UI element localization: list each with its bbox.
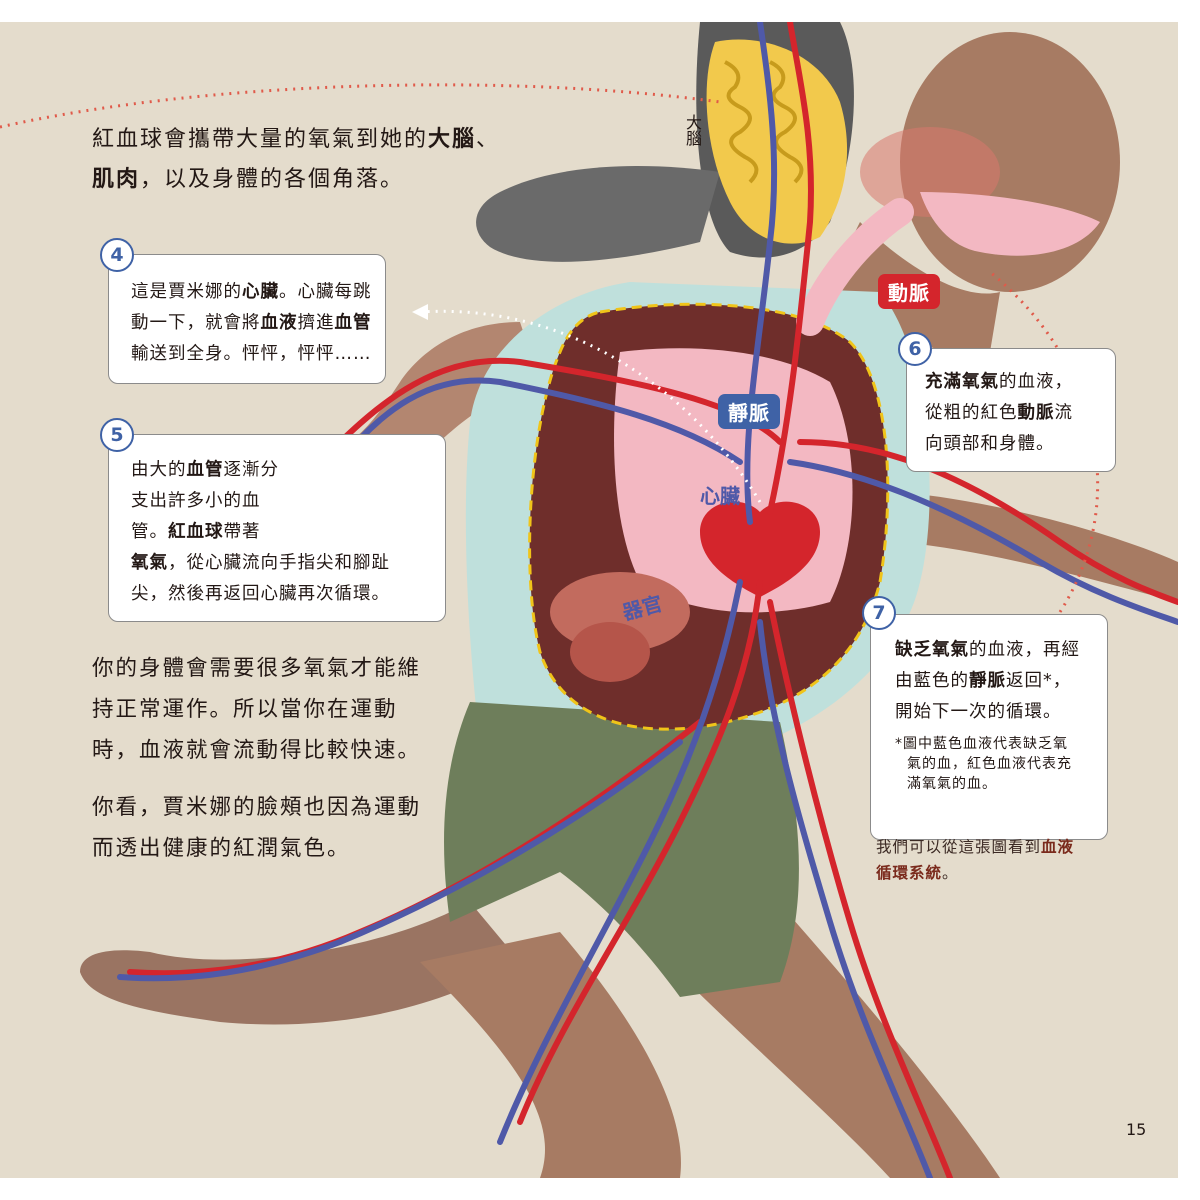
braid bbox=[476, 166, 720, 262]
vein-tag: 靜脈 bbox=[718, 394, 780, 429]
caption: 我們可以從這張圖看到血液 循環系統。 bbox=[876, 838, 1075, 882]
artery-tag: 動脈 bbox=[878, 274, 940, 309]
organ-kidney bbox=[570, 622, 650, 682]
step-badge-5: 5 bbox=[100, 418, 134, 452]
heart bbox=[700, 501, 820, 597]
veins bbox=[117, 22, 1178, 1178]
book-page: 紅血球會攜帶大量的氧氣到她的大腦、 肌肉，以及身體的各個角落。 大腦 這是賈米娜… bbox=[0, 22, 1178, 1178]
callout-line-4 bbox=[419, 309, 762, 503]
back-leg bbox=[80, 902, 520, 1025]
step-badge-6: 6 bbox=[898, 332, 932, 366]
step-badge-7: 7 bbox=[862, 596, 896, 630]
callout-box-7: 缺乏氧氣的血液，再經 由藍色的靜脈返回*， 開始下一次的循環。 *圖中藍色血液代… bbox=[870, 614, 1108, 840]
body-text: 你的身體會需要很多氧氣才能維 持正常運作。所以當你在運動 時，血液就會流動得比較… bbox=[92, 656, 422, 861]
intro-text: 紅血球會攜帶大量的氧氣到她的大腦、 肌肉，以及身體的各個角落。 bbox=[92, 127, 501, 192]
callout-line-brain bbox=[0, 83, 721, 129]
step-badge-4: 4 bbox=[100, 238, 134, 272]
callout-box-6: 充滿氧氣的血液， 從粗的紅色動脈流 向頭部和身體。 bbox=[906, 348, 1116, 472]
page-number: 15 bbox=[1126, 1120, 1147, 1139]
shorts bbox=[444, 702, 799, 997]
circulation-illustration bbox=[0, 22, 1178, 1178]
arteries bbox=[127, 22, 1178, 1178]
callout-box-5: 由大的血管逐漸分 支出許多小的血 管。紅血球帶著 氧氣，從心臟流向手指尖和腳趾 … bbox=[108, 434, 446, 622]
brain-label: 大腦 bbox=[683, 114, 702, 146]
heart-label: 心臟 bbox=[700, 484, 740, 508]
callout-box-4: 這是賈米娜的心臟。心臟每跳 動一下，就會將血液擠進血管 輸送到全身。怦怦，怦怦…… bbox=[108, 254, 386, 384]
